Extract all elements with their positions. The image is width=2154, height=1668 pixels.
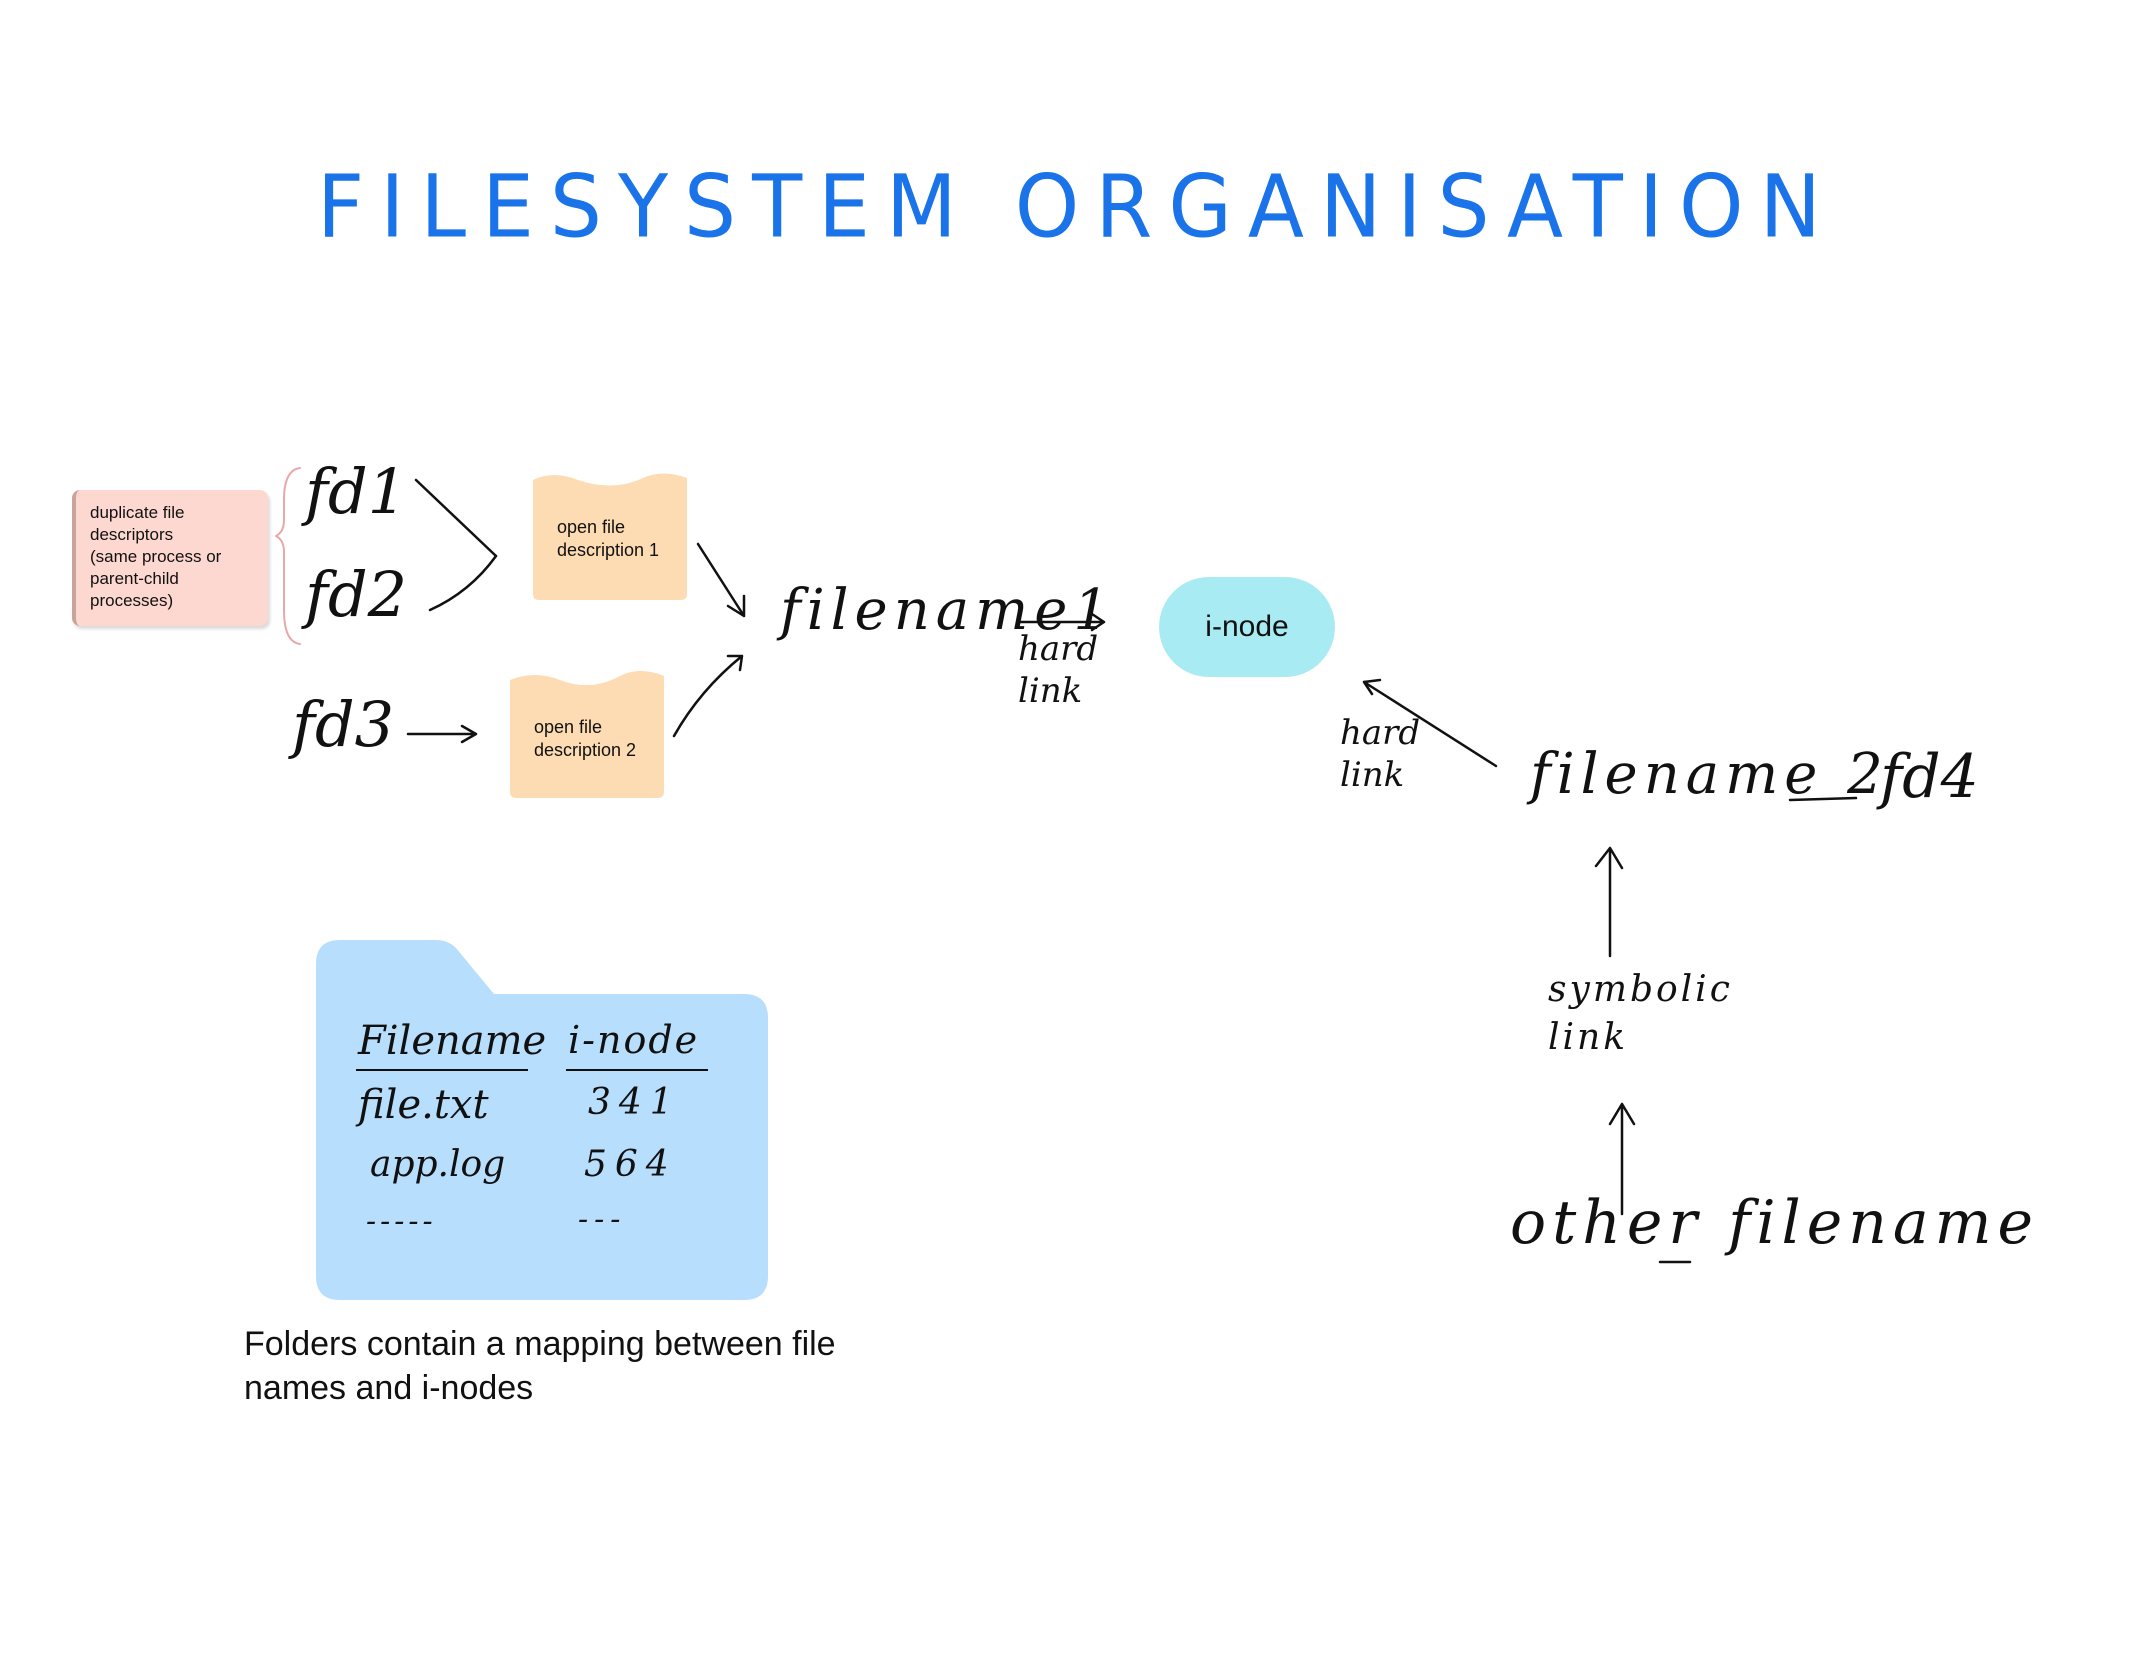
fd3-label: fd3 [292,688,395,761]
fd4-connector [1788,796,1858,802]
hard-link-label-1: hard link [1018,628,1098,712]
caption-line: Folders contain a mapping between file [244,1325,836,1363]
symbolic-link-arrow [1594,846,1624,958]
fd4-label: fd4 [1880,742,1979,812]
ofd1-line: open file [557,517,626,537]
fd2-connector [428,554,498,612]
symbolic-link-line: link [1548,1017,1629,1058]
hard-link-arrow-2 [1362,678,1498,768]
folder-cell: ----- [366,1204,437,1239]
symbolic-link-label: symbolic link [1548,966,1733,1062]
hard-link-line: hard [1018,629,1099,669]
caption-line: names and i-nodes [244,1369,534,1407]
open-file-description-2: open file description 2 [510,668,664,798]
folder: Filename i-node file.txt 341 app.log 564… [316,940,768,1300]
other-filename-label: other filename [1510,1188,2040,1258]
ofd2-arrow [672,654,744,738]
filename2-label: filename 2 [1530,742,1889,807]
fd1-label: fd1 [305,455,408,528]
ofd1-line: description 1 [557,540,660,560]
fd1-connector [414,478,498,558]
duplicate-descriptors-note: duplicate file descriptors (same process… [72,490,268,626]
folder-caption: Folders contain a mapping between file n… [244,1322,964,1410]
hard-link-label-2: hard link [1340,712,1420,796]
hard-link-arrow-1 [1016,612,1106,632]
folder-header-inode: i-node [568,1018,700,1062]
folder-cell: --- [578,1202,627,1237]
fd3-arrow [406,724,478,744]
diagram-title: FILESYSTEM ORGANISATION [317,157,1837,258]
folder-cell: app.log [370,1144,506,1185]
hard-link-line: hard [1340,713,1421,753]
hard-link-line: link [1018,671,1083,711]
ofd2-line: description 2 [534,740,637,760]
note-line: duplicate file [90,503,185,522]
ofd2-line: open file [534,717,603,737]
open-file-description-1: open file description 1 [533,472,687,600]
note-line: (same process or [90,547,222,566]
folder-cell: 341 [588,1082,681,1123]
fd2-label: fd2 [305,558,408,631]
brace [275,467,301,645]
note-line: parent-child [90,569,179,588]
folder-cell: file.txt [358,1082,489,1128]
ofd1-arrow [696,542,746,618]
note-line: processes) [90,591,174,610]
note-line: descriptors [90,525,174,544]
inode-node: i-node [1159,577,1335,677]
other-filename-arrow [1608,1102,1636,1216]
folder-header-filename: Filename [358,1018,547,1064]
document-shape [533,473,687,600]
inode-label: i-node [1205,610,1289,643]
folder-shape [316,940,768,1300]
document-shape [510,671,664,798]
filename1-label: filename1 [780,578,1116,643]
hard-link-line: link [1340,755,1405,795]
folder-cell: 564 [584,1144,677,1185]
symbolic-link-line: symbolic [1548,969,1733,1010]
